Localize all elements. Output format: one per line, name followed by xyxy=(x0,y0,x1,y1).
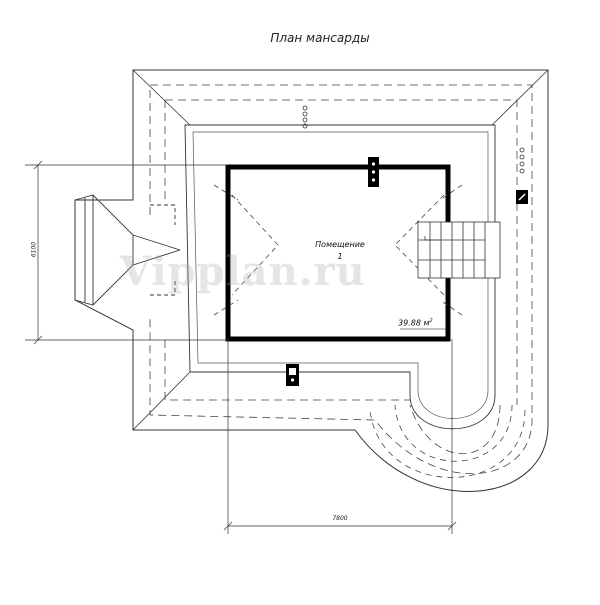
room-area: 39.88 м2 xyxy=(398,318,448,328)
roof-dashed-lines xyxy=(149,84,533,475)
roof-inner-line xyxy=(184,124,496,430)
room-area-exponent: 2 xyxy=(429,318,433,324)
room-number: 1 xyxy=(337,252,343,261)
roof-outline xyxy=(74,69,549,492)
room-name: Помещение xyxy=(315,240,365,249)
plan-title: План мансарды xyxy=(270,31,370,45)
dimension-horizontal xyxy=(223,339,457,534)
dimension-depth-label: 6100 xyxy=(30,241,38,258)
watermark: Vipplan.ru xyxy=(120,248,366,295)
roof-hip-lines xyxy=(132,69,549,431)
vent-markers xyxy=(286,157,528,386)
roof-slope-dashes xyxy=(213,184,463,316)
roof-inner-line-2 xyxy=(192,131,489,419)
dot-markers xyxy=(302,105,525,174)
staircase xyxy=(417,221,501,279)
left-gable-roof xyxy=(74,194,181,306)
dimension-vertical xyxy=(25,160,228,345)
bay-arc-lines xyxy=(369,404,526,478)
dimension-width-label: 7800 xyxy=(332,515,348,522)
room-area-value: 39.88 м xyxy=(398,318,430,328)
